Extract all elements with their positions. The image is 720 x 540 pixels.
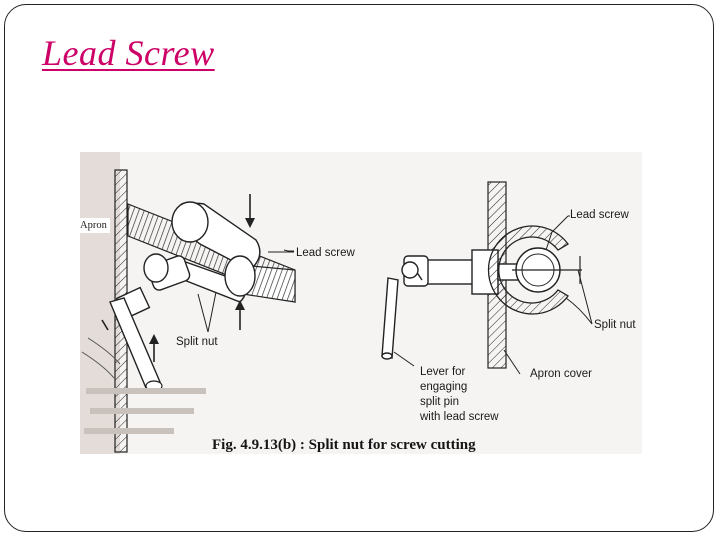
slide-title: Lead Screw (42, 33, 215, 73)
split-nut-diagram: Lead screw Split nut (80, 152, 636, 454)
label-split-nut-right: Split nut (594, 319, 636, 331)
label-lead-screw-right: Lead screw (570, 209, 630, 221)
label-lever-line1: Lever for (420, 366, 466, 378)
scan-bleed (84, 388, 206, 434)
figure-caption: Fig. 4.9.13(b) : Split nut for screw cut… (212, 437, 476, 453)
label-lever-line2: engaging (420, 381, 467, 393)
upper-nut-half (171, 201, 261, 271)
label-split-nut-left: Split nut (176, 336, 218, 348)
sectional-view: Lead screw Split nut Apron cover Lever f… (381, 181, 636, 423)
label-lead-screw-left: Lead screw (296, 247, 356, 259)
apron-tag: Apron (80, 218, 110, 233)
label-lever-line4: with lead screw (419, 411, 499, 423)
pictorial-view: Lead screw Split nut (80, 152, 356, 454)
section-leaders (393, 215, 593, 375)
label-lever-line3: split pin (420, 396, 459, 408)
split-nut-figure: Lead screw Split nut (80, 152, 642, 454)
label-apron-cover: Apron cover (530, 368, 592, 380)
motion-arrows (101, 194, 255, 362)
split-nut-section (487, 225, 582, 315)
pin-assembly (403, 249, 529, 295)
pictorial-leaders (197, 249, 294, 333)
lower-nut-half (179, 255, 256, 303)
engaging-pin (115, 253, 191, 320)
lever-arm (381, 261, 419, 360)
